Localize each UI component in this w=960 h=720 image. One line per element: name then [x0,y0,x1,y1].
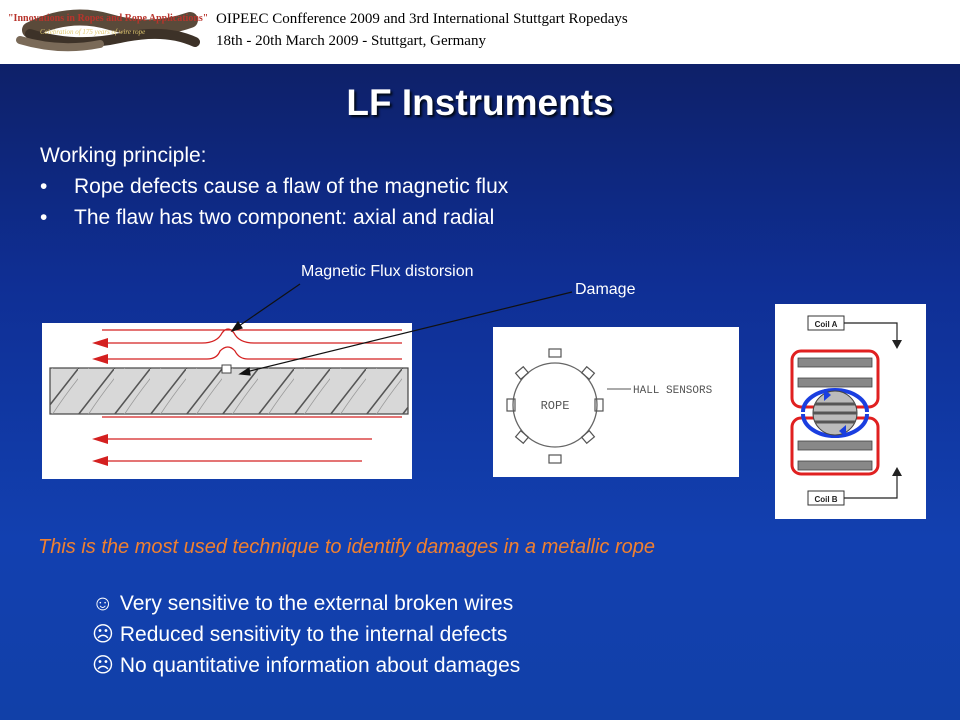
bullet-item: • Rope defects cause a flaw of the magne… [40,171,508,202]
logo-line2: Celebration of 175 years of wire rope [40,28,145,36]
damage-label: Damage [575,281,636,298]
frown-face-icon: ☹ [92,654,114,677]
con-item: ☹ No quantitative information about dama… [92,650,520,681]
conference-line1: OIPEEC Confference 2009 and 3rd Internat… [216,11,628,27]
pro-item: ☺ Very sensitive to the external broken … [92,588,520,619]
point-text: No quantitative information about damage… [119,654,521,677]
hall-sensor-diagram: ROPE HALL SENSORS [493,327,739,477]
coil-a-label: Coil A [815,320,838,329]
coil-b-label: Coil B [814,495,837,504]
rope-label: ROPE [541,399,570,413]
header-bar: "Innovations in Ropes and Rope Applicati… [0,0,960,64]
conference-info: OIPEEC Confference 2009 and 3rd Internat… [216,8,628,52]
bullet-text: Rope defects cause a flaw of the magneti… [74,175,509,198]
bullet-text: The flaw has two component: axial and ra… [74,206,495,229]
principle-heading: Working principle: [40,144,207,167]
pros-cons-list: ☺ Very sensitive to the external broken … [92,588,520,681]
conference-line2: 18th - 20th March 2009 - Stuttgart, Germ… [216,33,486,49]
smiley-face-icon: ☺ [92,592,114,615]
conference-logo: "Innovations in Ropes and Rope Applicati… [0,0,208,62]
point-text: Very sensitive to the external broken wi… [119,592,514,615]
flux-diagram [42,323,412,479]
slide-title: LF Instruments [346,82,614,123]
logo-line1: "Innovations in Ropes and Rope Applicati… [8,13,207,24]
frown-face-icon: ☹ [92,623,114,646]
technique-note: This is the most used technique to ident… [38,536,655,558]
hall-sensors-label: HALL SENSORS [633,385,713,397]
coil-diagram: Coil A Coil B [775,304,926,519]
flux-distortion-label: Magnetic Flux distorsion [301,263,474,280]
con-item: ☹ Reduced sensitivity to the internal de… [92,619,520,650]
bullet-icon: • [40,206,48,229]
bullet-item: • The flaw has two component: axial and … [40,202,508,233]
bullet-icon: • [40,175,48,198]
point-text: Reduced sensitivity to the internal defe… [119,623,508,646]
working-principle: Working principle: • Rope defects cause … [40,140,508,233]
